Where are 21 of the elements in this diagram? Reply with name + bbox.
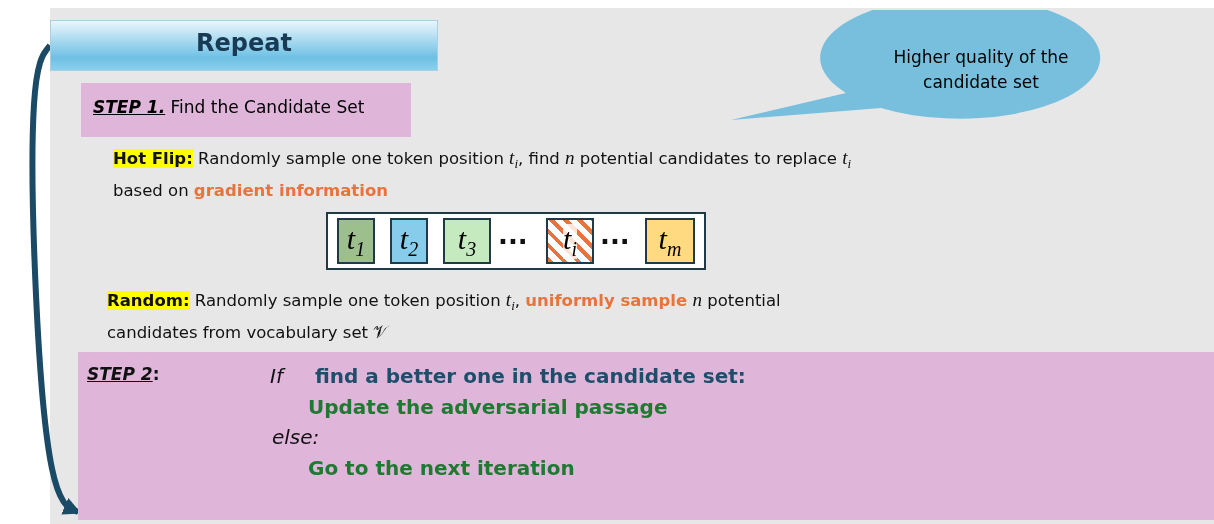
token-tile: t$_{i}$	[546, 218, 594, 264]
ellipsis: ...	[498, 220, 528, 250]
action-text: Go to the next iteration	[308, 456, 575, 480]
step-heading: STEP 2:	[87, 364, 160, 384]
token-tile: t$_{2}$	[390, 218, 428, 264]
condition-keyword: else:	[272, 425, 320, 449]
token-tile: t$_{m}$	[645, 218, 695, 264]
method-description: Random: Randomly sample one token position t$_{i}$, uniformly sample n potential candidates from vocabulary set 𝒱	[107, 288, 782, 345]
step-box	[81, 83, 411, 137]
condition-text: find a better one in the candidate set:	[315, 364, 746, 388]
token-tile: t$_{1}$	[337, 218, 375, 264]
action-text: Update the adversarial passage	[308, 395, 668, 419]
step-heading: STEP 1. Find the Candidate Set	[93, 97, 365, 117]
token-tile: t$_{3}$	[443, 218, 491, 264]
token-strip	[326, 212, 706, 270]
header-bar	[50, 20, 438, 71]
ellipsis: ...	[600, 220, 630, 250]
method-description: Hot Flip: Randomly sample one token position t$_{i}$, find n potential candidates to replace t$_{i}$ based on gradient information	[113, 146, 853, 203]
callout-text: Higher quality of the candidate set	[892, 46, 1070, 94]
step-box	[78, 352, 1214, 520]
header-title: Repeat	[195, 29, 293, 57]
